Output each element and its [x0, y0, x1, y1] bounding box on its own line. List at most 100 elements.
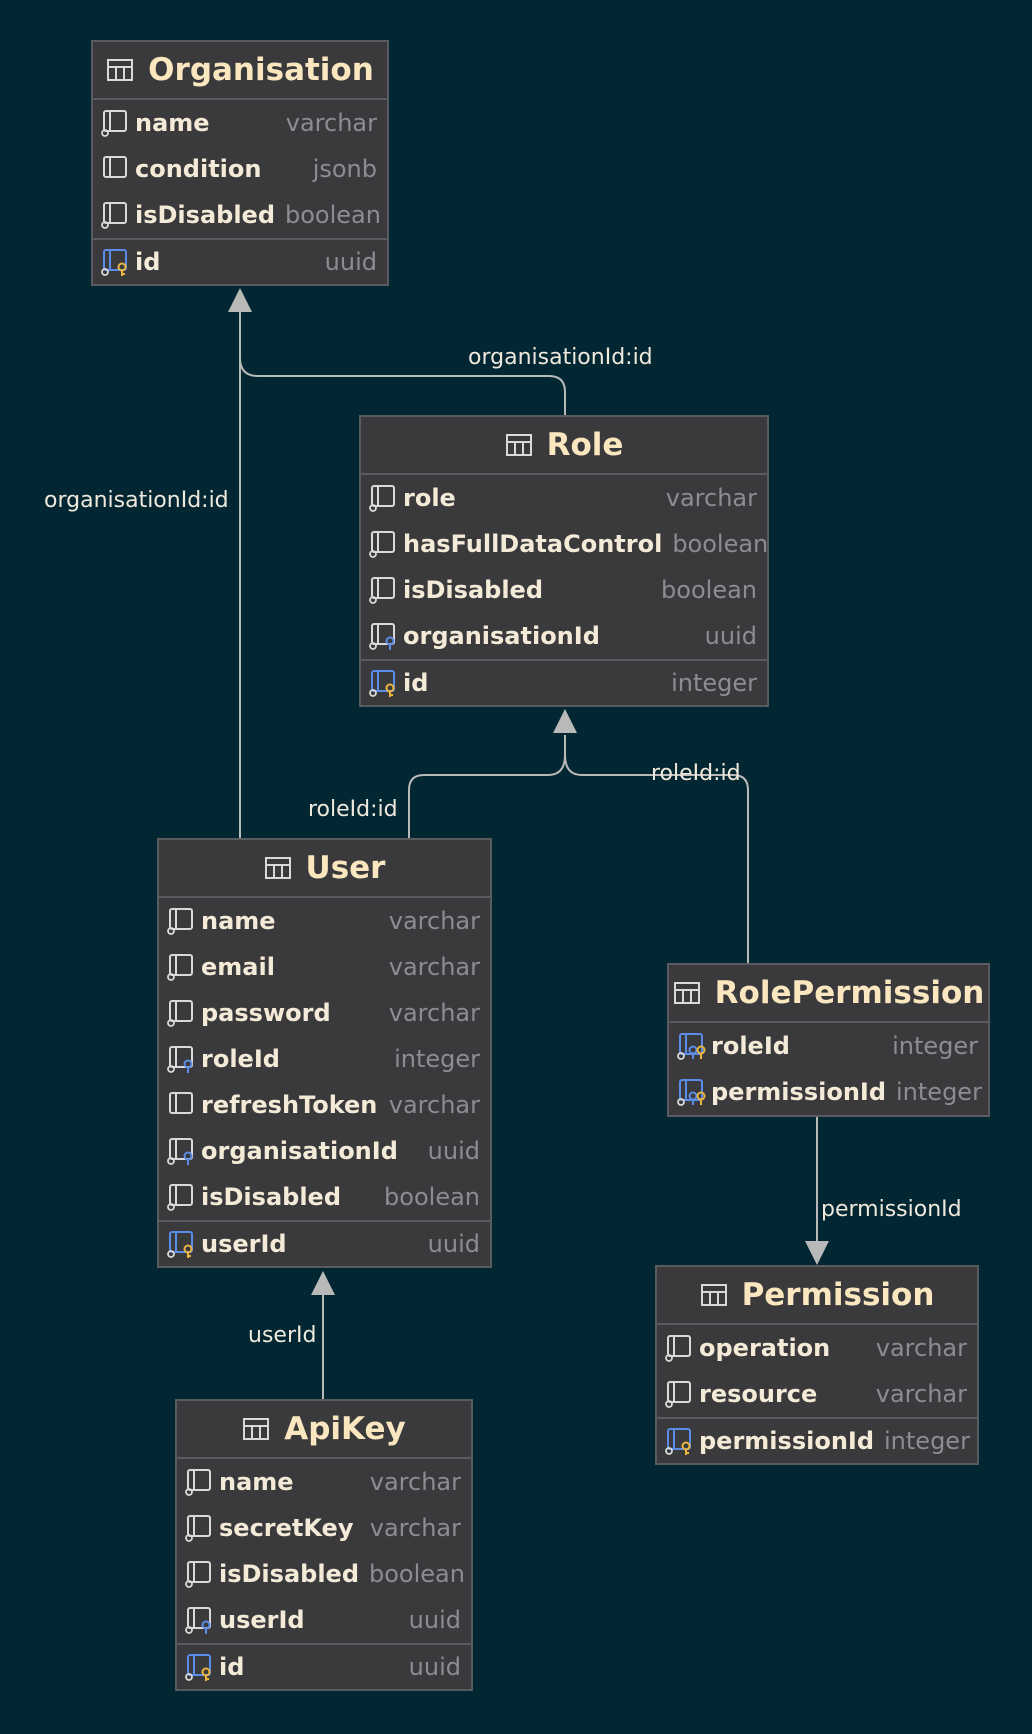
entity-header: RolePermission: [669, 965, 988, 1023]
column-icon: [185, 1559, 219, 1589]
column-row[interactable]: refreshToken varchar: [159, 1082, 490, 1128]
primary-key-row[interactable]: id uuid: [177, 1643, 471, 1689]
column-type: uuid: [408, 1606, 461, 1634]
column-type: uuid: [408, 1653, 461, 1681]
column-row[interactable]: name varchar: [93, 100, 387, 146]
primary-key-icon: [101, 247, 135, 277]
column-name: name: [219, 1468, 294, 1496]
entity-header: ApiKey: [177, 1401, 471, 1459]
column-type: varchar: [388, 1091, 480, 1119]
column-icon: [167, 952, 201, 982]
column-name: roleId: [711, 1032, 790, 1060]
column-row[interactable]: name varchar: [177, 1459, 471, 1505]
column-name: condition: [135, 155, 262, 183]
column-name: id: [219, 1653, 245, 1681]
relation-label-user-organisation: organisationId:id: [44, 488, 229, 513]
entity-header: Role: [361, 417, 767, 475]
column-name: isDisabled: [201, 1183, 342, 1211]
column-name: isDisabled: [219, 1560, 360, 1588]
entity-header: Organisation: [93, 42, 387, 100]
foreign-key-icon: [185, 1605, 219, 1635]
column-icon: [101, 154, 135, 184]
table-icon: [700, 1283, 728, 1307]
column-type: varchar: [388, 907, 480, 935]
column-name: name: [135, 109, 210, 137]
column-row[interactable]: role varchar: [361, 475, 767, 521]
primary-foreign-key-icon: [677, 1077, 711, 1107]
primary-foreign-key-icon: [677, 1031, 711, 1061]
primary-key-icon: [167, 1229, 201, 1259]
primary-key-icon: [665, 1426, 699, 1456]
column-name: role: [403, 484, 456, 512]
column-name: name: [201, 907, 276, 935]
entity-title: ApiKey: [284, 1411, 406, 1447]
column-name: refreshToken: [201, 1091, 378, 1119]
entity-title: RolePermission: [714, 975, 985, 1011]
column-type: integer: [884, 1427, 970, 1455]
column-type: varchar: [665, 484, 757, 512]
column-type: boolean: [285, 201, 381, 229]
column-row[interactable]: userId uuid: [177, 1597, 471, 1643]
relation-line-user-role: [408, 735, 566, 838]
column-icon: [167, 1182, 201, 1212]
column-type: varchar: [285, 109, 377, 137]
column-name: userId: [219, 1606, 305, 1634]
arrowhead-organisation: [228, 288, 252, 312]
entity-title: Permission: [741, 1277, 935, 1313]
column-icon: [665, 1333, 699, 1363]
column-icon: [665, 1379, 699, 1409]
column-type: varchar: [388, 953, 480, 981]
column-name: permissionId: [699, 1427, 875, 1455]
column-type: uuid: [324, 248, 377, 276]
column-type: varchar: [388, 999, 480, 1027]
foreign-key-icon: [167, 1044, 201, 1074]
relation-label-rolepermission-role: roleId:id: [651, 761, 741, 786]
column-name: isDisabled: [403, 576, 544, 604]
column-name: email: [201, 953, 275, 981]
primary-key-icon: [369, 668, 403, 698]
entity-title: User: [305, 850, 386, 886]
table-icon: [673, 981, 701, 1005]
column-name: roleId: [201, 1045, 280, 1073]
column-icon: [185, 1513, 219, 1543]
column-type: integer: [671, 669, 757, 697]
entity-title: Organisation: [148, 52, 374, 88]
column-type: uuid: [427, 1137, 480, 1165]
column-row[interactable]: email varchar: [159, 944, 490, 990]
primary-key-icon: [185, 1652, 219, 1682]
column-row[interactable]: hasFullDataControl boolean: [361, 521, 769, 567]
entity-header: User: [159, 840, 490, 898]
column-name: hasFullDataControl: [403, 530, 663, 558]
column-type: boolean: [672, 530, 769, 558]
primary-key-row[interactable]: permissionId integer: [657, 1417, 977, 1463]
column-name: secretKey: [219, 1514, 354, 1542]
column-row[interactable]: name varchar: [159, 898, 490, 944]
column-type: varchar: [369, 1468, 461, 1496]
column-name: permissionId: [711, 1078, 887, 1106]
